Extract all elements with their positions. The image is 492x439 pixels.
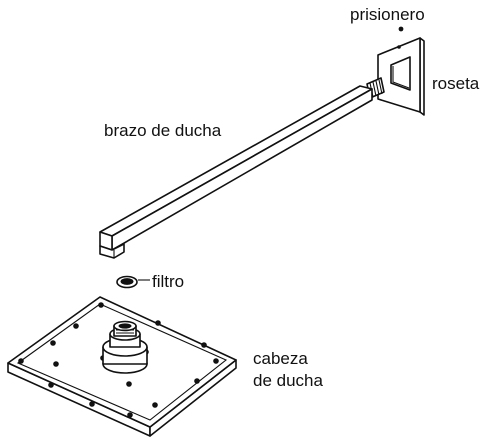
filter <box>116 275 150 289</box>
label-head-line1: cabeza <box>253 349 308 368</box>
setscrew <box>398 26 404 32</box>
nozzle-holes <box>18 302 219 418</box>
shower-head <box>7 296 237 437</box>
label-arm: brazo de ducha <box>104 121 222 140</box>
head-connector <box>102 320 148 374</box>
flange <box>377 37 425 116</box>
label-flange: roseta <box>432 74 480 93</box>
shower-arm <box>99 77 385 259</box>
label-filter: filtro <box>152 272 184 291</box>
label-head-line2: de ducha <box>253 371 323 390</box>
label-setscrew: prisionero <box>350 5 425 24</box>
